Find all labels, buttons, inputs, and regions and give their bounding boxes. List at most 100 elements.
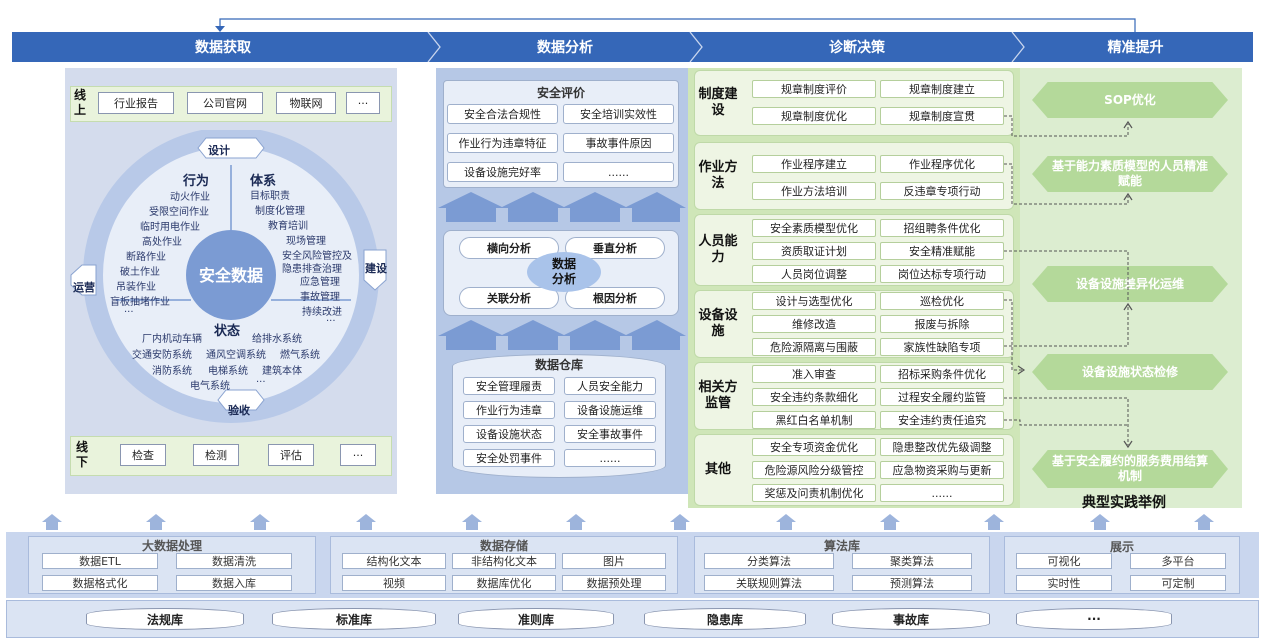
state-item: 建筑本体: [262, 366, 302, 377]
ring-label-accept: 验收: [228, 404, 250, 417]
behavior-title: 行为: [183, 174, 210, 189]
decision-item: 反违章专项行动: [880, 182, 1004, 200]
decision-label: 人员能力: [698, 233, 738, 265]
state-item: 给排水系统: [252, 334, 302, 345]
decision-item: 安全违约责任追究: [880, 411, 1004, 429]
decision-item: 奖惩及问责机制优化: [752, 484, 876, 502]
improvement-caption: 典型实践举例: [1082, 495, 1166, 511]
ring-label-design: 设计: [208, 144, 230, 157]
evaluation-item: 作业行为违章特征: [447, 133, 558, 153]
platform-item: 数据库优化: [452, 575, 556, 591]
safety-data-ring: [70, 130, 387, 423]
platform-item: 图片: [562, 553, 666, 569]
platform-title: 展示: [1109, 540, 1134, 554]
platform-item: 分类算法: [704, 553, 834, 569]
decision-item: 作业程序建立: [752, 155, 876, 173]
ring-label-operate: 运营: [73, 281, 95, 294]
platform-item: 预测算法: [852, 575, 972, 591]
platform-up-arrows: [42, 514, 1214, 530]
improvement-item: 基于能力素质模型的人员精准赋能: [1032, 156, 1228, 192]
analysis-center: 数据 分析: [527, 252, 601, 292]
system-item: 现场管理: [286, 236, 326, 247]
system-item: 持续改进: [302, 307, 342, 318]
stage-header-analysis: 数据分析: [434, 32, 696, 62]
online-label: 线上: [74, 88, 87, 117]
method-vertical: 垂直分析: [565, 237, 665, 259]
platform-item: 结构化文本: [342, 553, 446, 569]
decision-item: ......: [880, 484, 1004, 502]
decision-item: 家族性缺陷专项: [880, 338, 1004, 356]
improvement-item: 基于安全履约的服务费用结算机制: [1032, 450, 1228, 488]
feedback-arrow: [215, 18, 1136, 32]
evaluation-item: 事故事件原因: [563, 133, 674, 153]
decision-label: 设备设施: [698, 307, 738, 339]
platform-item: 数据预处理: [562, 575, 666, 591]
evaluation-item: 设备设施完好率: [447, 162, 558, 182]
warehouse-item: 安全事故事件: [564, 425, 656, 443]
warehouse-item: 作业行为违章: [463, 401, 555, 419]
state-item: 电气系统: [190, 381, 230, 392]
decision-item: 安全违约条款细化: [752, 388, 876, 406]
stage-header-acquisition: 数据获取: [12, 32, 434, 62]
behavior-item: 临时用电作业: [140, 222, 200, 233]
platform-item: 数据入库: [176, 575, 292, 591]
platform-item: 数据格式化: [42, 575, 158, 591]
decision-label: 其他: [704, 461, 731, 477]
platform-item: 聚类算法: [852, 553, 972, 569]
platform-item: 关联规则算法: [704, 575, 834, 591]
decision-item: 岗位达标专项行动: [880, 265, 1004, 283]
decision-item: 黑红白名单机制: [752, 411, 876, 429]
behavior-item: 破土作业: [120, 267, 160, 278]
system-item: 应急管理: [300, 277, 340, 288]
system-item: 制度化管理: [255, 206, 305, 217]
decision-item: 巡检优化: [880, 292, 1004, 310]
decision-item: 人员岗位调整: [752, 265, 876, 283]
decision-item: 规章制度优化: [752, 107, 876, 125]
decision-label: 相关方监管: [698, 379, 738, 411]
state-item: 交通安防系统: [132, 350, 192, 361]
decision-item: 资质取证计划: [752, 242, 876, 260]
library-item: 标准库: [272, 608, 436, 630]
library-item: ···: [1016, 608, 1172, 630]
offline-item: 评估: [268, 444, 314, 466]
behavior-item: 吊装作业: [116, 282, 156, 293]
state-item: 燃气系统: [280, 350, 320, 361]
behavior-item: ···: [124, 307, 134, 318]
online-item: 行业报告: [98, 92, 174, 114]
system-item: 事故管理: [300, 292, 340, 303]
decision-item: 危险源隔离与围蔽: [752, 338, 876, 356]
system-item: 安全风险管控及: [282, 251, 352, 262]
improvement-item: SOP优化: [1032, 82, 1228, 118]
decision-item: 安全素质模型优化: [752, 219, 876, 237]
online-item: ···: [346, 92, 380, 114]
decision-item: 规章制度宣贯: [880, 107, 1004, 125]
library-item: 隐患库: [644, 608, 806, 630]
system-item: ···: [326, 316, 336, 327]
decision-item: 准入审查: [752, 365, 876, 383]
platform-item: 可视化: [1016, 553, 1112, 569]
evaluation-title: 安全评价: [536, 86, 585, 100]
decision-item: 规章制度建立: [880, 80, 1004, 98]
system-item: 隐患排查治理: [282, 264, 342, 275]
method-horizontal: 横向分析: [459, 237, 559, 259]
evaluation-item: 安全合法合规性: [447, 104, 558, 124]
decision-item: 规章制度评价: [752, 80, 876, 98]
state-item: ···: [256, 377, 266, 388]
decision-item: 隐患整改优先级调整: [880, 438, 1004, 456]
decision-item: 过程安全履约监管: [880, 388, 1004, 406]
decision-item: 作业方法培训: [752, 182, 876, 200]
decision-item: 安全专项资金优化: [752, 438, 876, 456]
library-item: 法规库: [86, 608, 244, 630]
platform-title: 算法库: [823, 539, 860, 553]
analysis-up-arrows-2: [438, 320, 686, 350]
decision-item: 招组聘条件优化: [880, 219, 1004, 237]
state-item: 电梯系统: [208, 366, 248, 377]
platform-item: 可定制: [1130, 575, 1226, 591]
system-title: 体系: [250, 174, 277, 189]
decision-item: 设计与选型优化: [752, 292, 876, 310]
warehouse-item: 设备设施状态: [463, 425, 555, 443]
platform-item: 实时性: [1016, 575, 1112, 591]
behavior-item: 动火作业: [170, 192, 210, 203]
decision-item: 危险源风险分级管控: [752, 461, 876, 479]
